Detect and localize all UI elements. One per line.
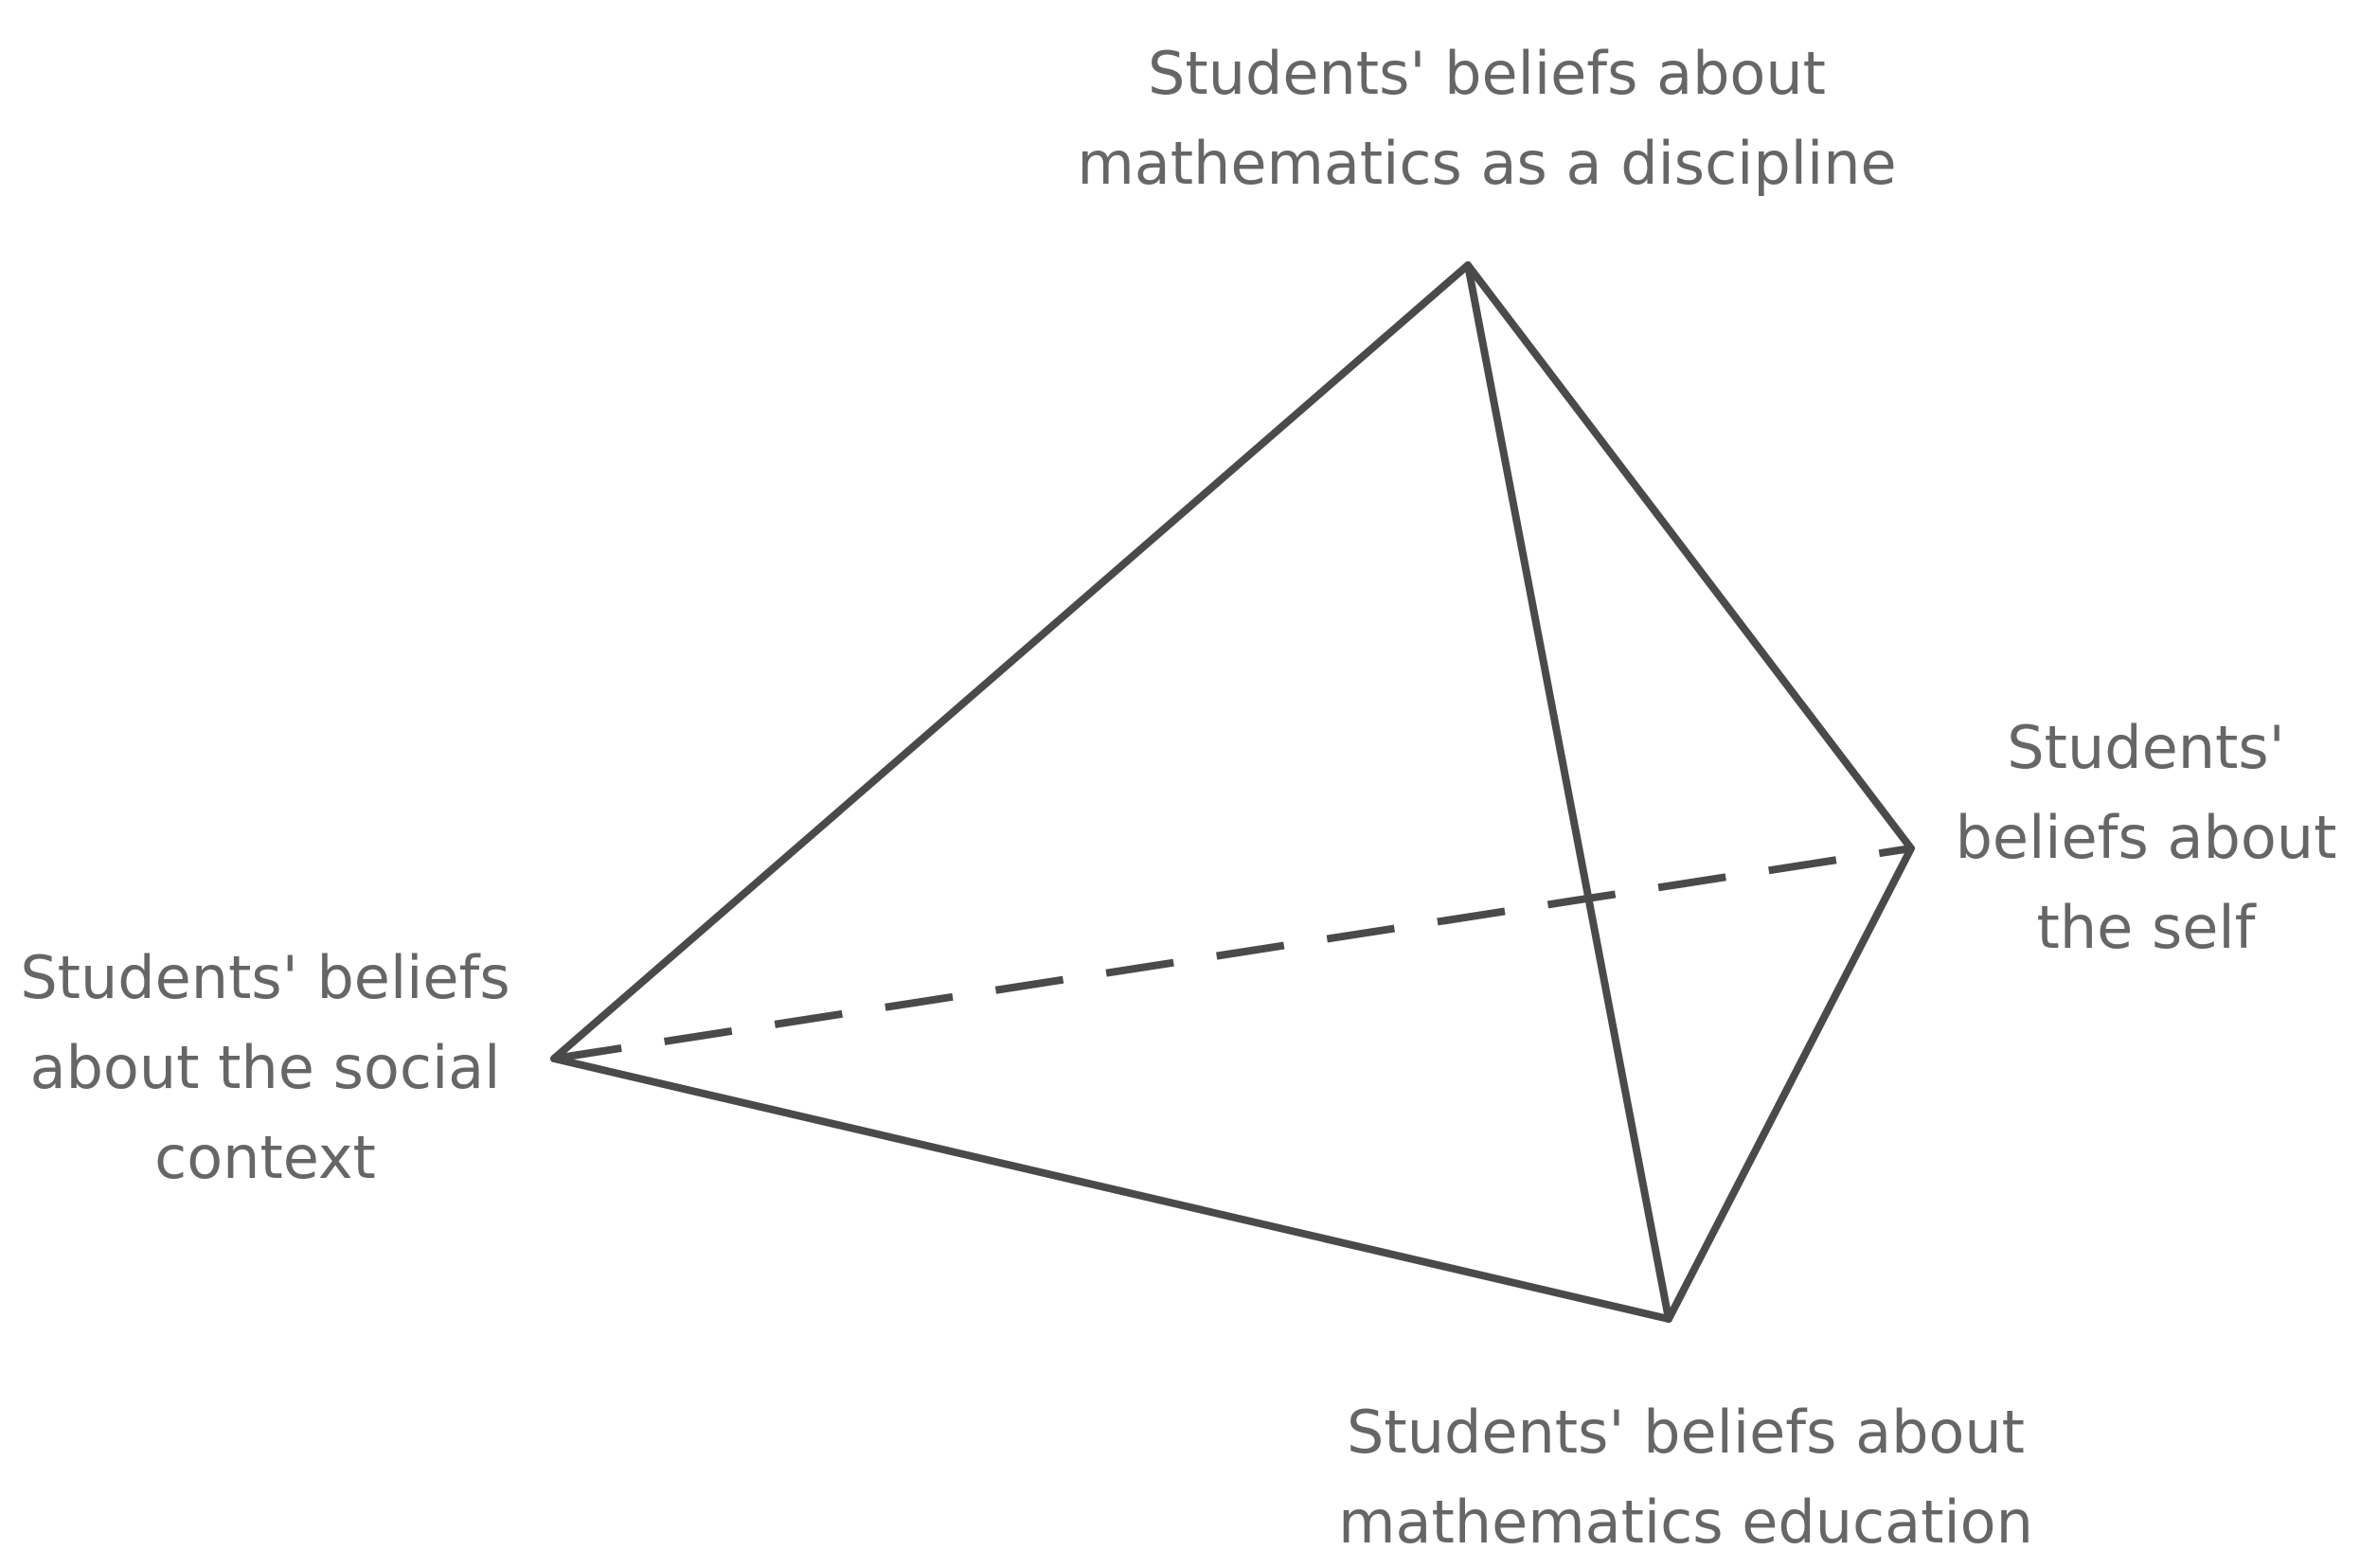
label-line: context (154, 1123, 376, 1192)
label-line: beliefs about (1955, 803, 2337, 872)
label-line: Students' beliefs (20, 943, 510, 1012)
label-line: Students' beliefs about (1148, 39, 1826, 108)
edge-left-bottom (550, 1055, 1672, 1323)
label-line: the self (2036, 893, 2256, 962)
edge-top-bottom (1464, 261, 1672, 1323)
label-line: Students' beliefs about (1347, 1398, 2025, 1467)
label-line: about the social (29, 1033, 501, 1102)
edge-top-right (1464, 261, 1915, 852)
vertex-label-self: Students' beliefs about the self (1932, 703, 2360, 972)
edge-top-left (550, 261, 1472, 1062)
vertex-label-mathematics-education: Students' beliefs about mathematics educ… (1212, 1387, 2159, 1567)
label-line: Students' (2007, 713, 2285, 782)
edge-right-bottom (1665, 845, 1915, 1323)
edge-left-right-hidden (553, 845, 1912, 1062)
label-line: mathematics as a discipline (1077, 129, 1897, 198)
vertex-label-mathematics-discipline: Students' beliefs about mathematics as a… (990, 28, 1984, 208)
label-line: mathematics education (1338, 1488, 2033, 1557)
vertex-label-social-context: Students' beliefs about the social conte… (0, 933, 530, 1203)
